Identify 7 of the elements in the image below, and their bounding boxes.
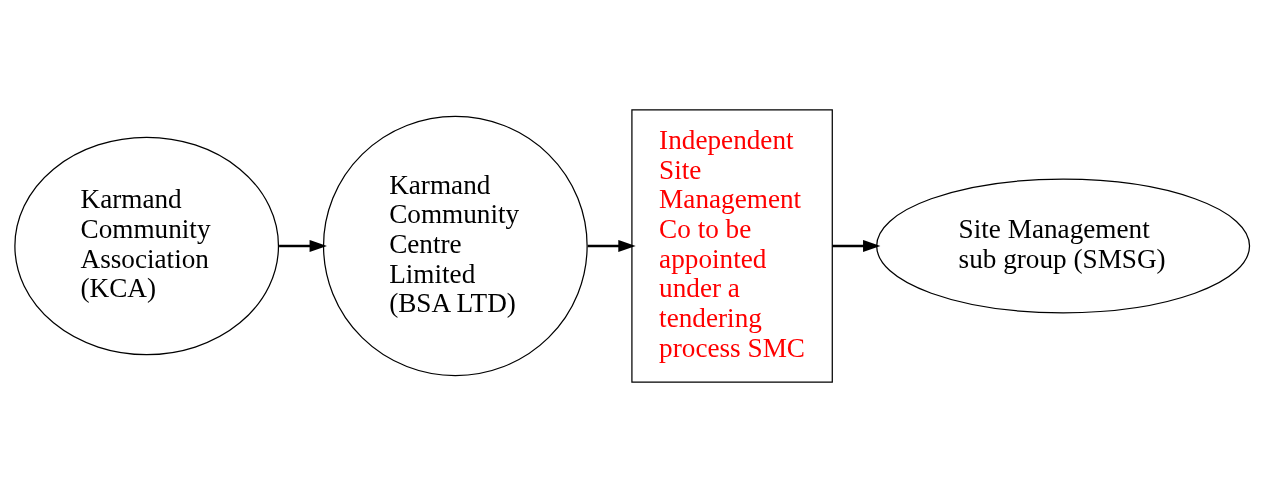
arrow (832, 239, 881, 253)
node-circle: Karmand Community Centre Limited (BSA LTD) (322, 115, 588, 377)
arrow (279, 239, 327, 253)
node-box: Independent Site Management Co to be appointed under a tendering process SMC (631, 109, 833, 383)
node-ellipse: Karmand Community Association (KCA) (14, 136, 280, 356)
arrow (587, 239, 636, 253)
node-ellipse: Site Management sub group (SMSG) (876, 178, 1251, 314)
